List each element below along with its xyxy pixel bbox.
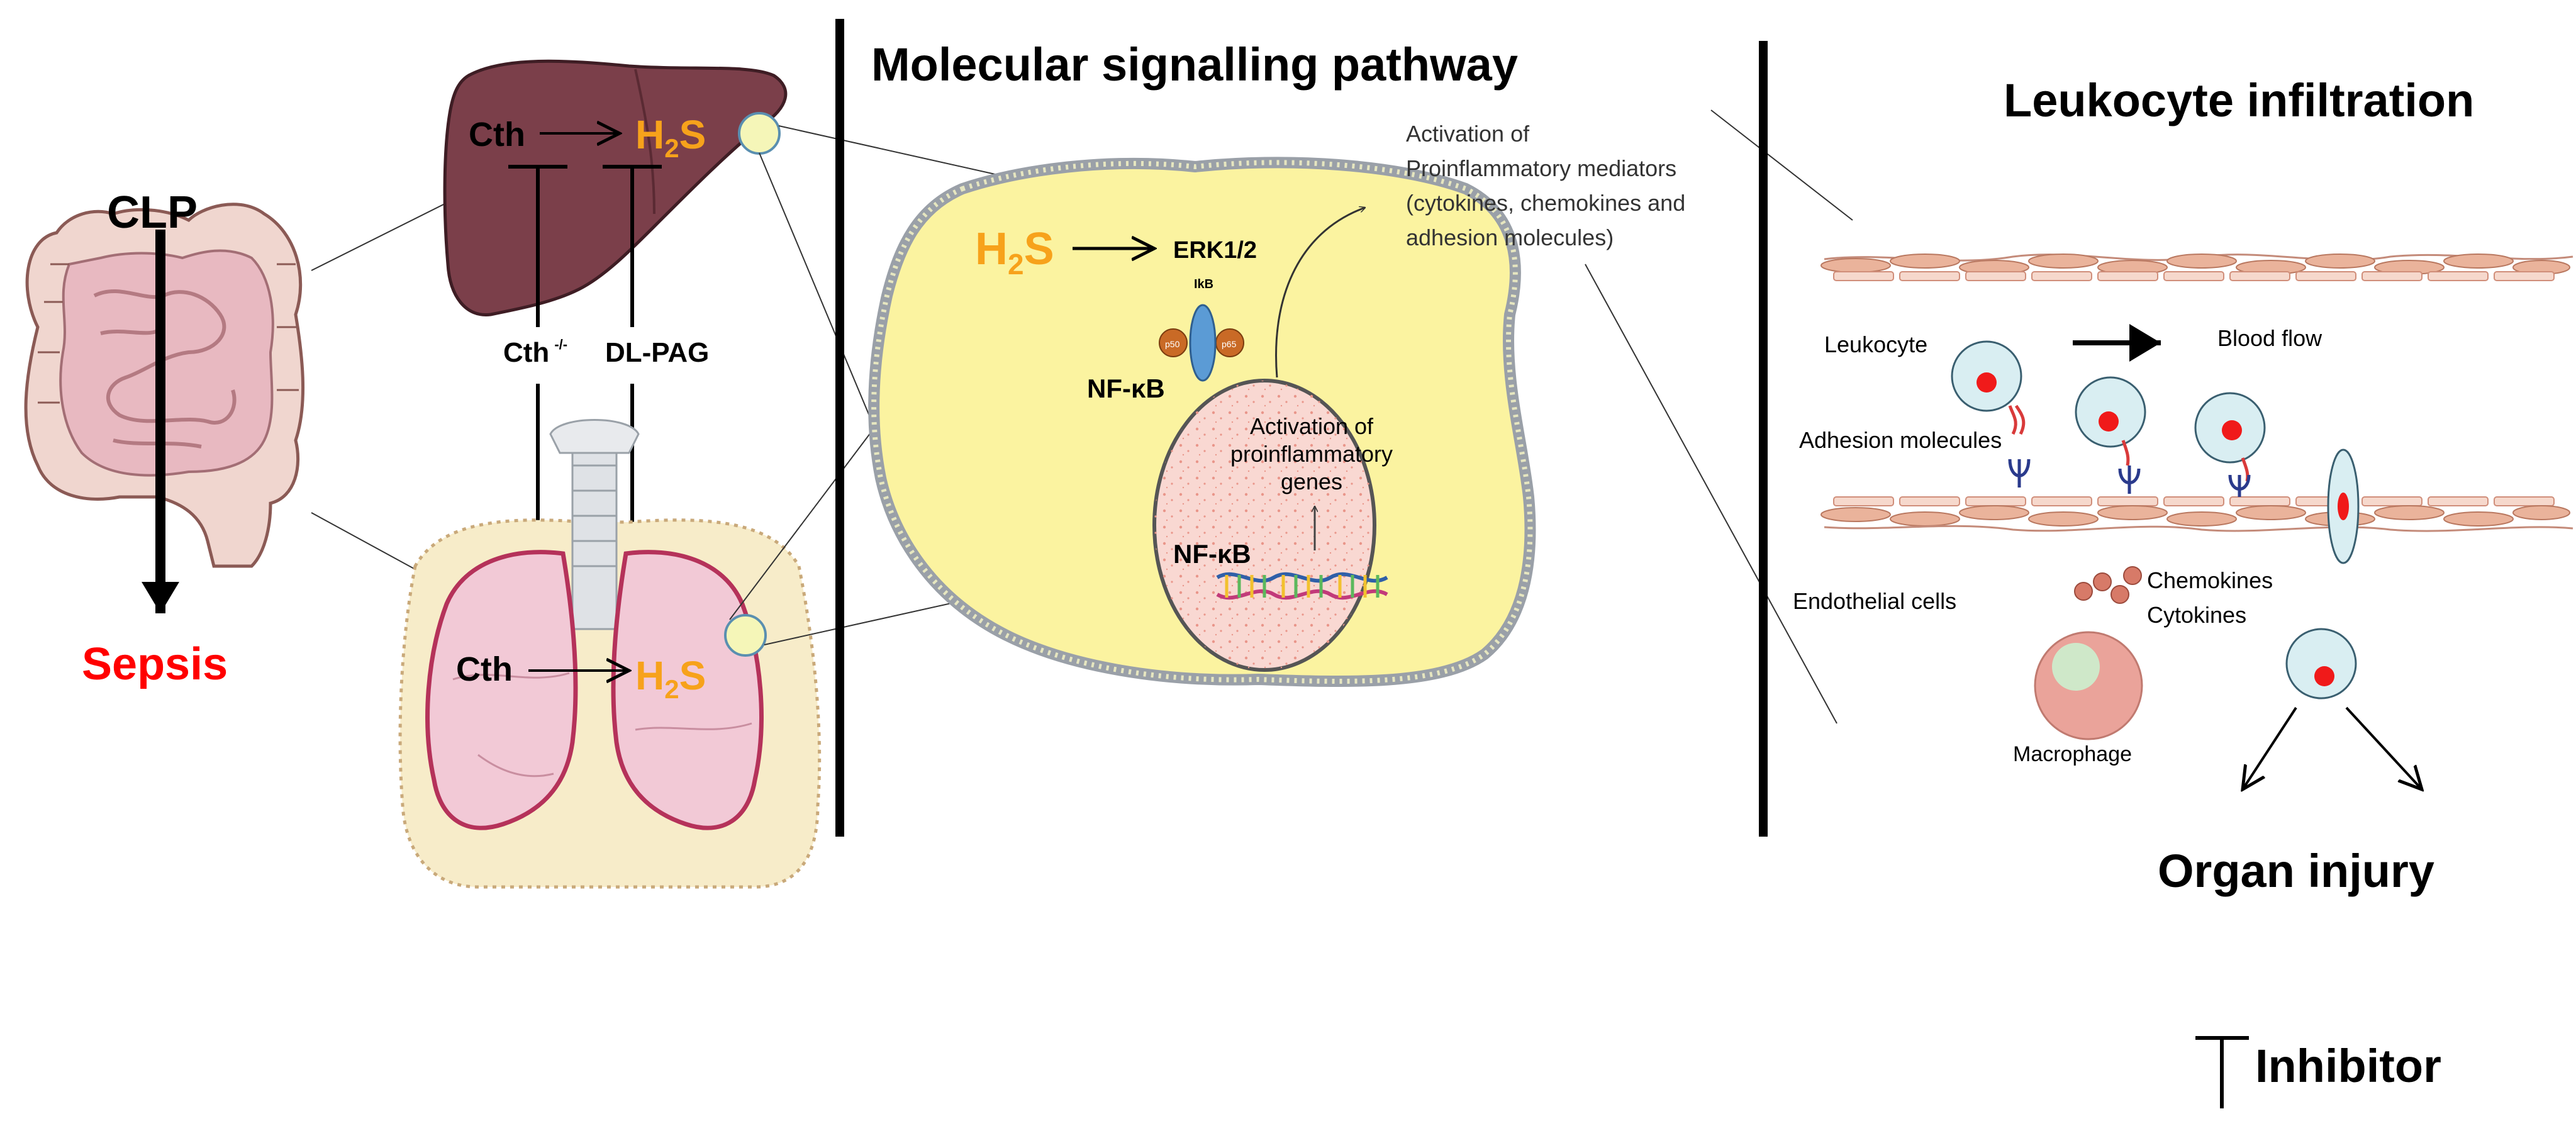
adhesion-label: Adhesion molecules	[1799, 427, 2002, 453]
leukocyte-cells	[1951, 340, 2360, 564]
transmigrated-leukocyte	[2285, 628, 2357, 700]
zoom-line-2	[759, 152, 875, 428]
inhibitor-legend-label: Inhibitor	[2255, 1040, 2441, 1092]
nucleus-text-line1: Activation of	[1250, 413, 1374, 439]
p65-label: p65	[1222, 339, 1237, 349]
vessel-wall-bottom	[1820, 496, 2573, 532]
clp-label: CLP	[107, 187, 198, 238]
mediators-line3: (cytokines, chemokines and	[1406, 190, 1685, 216]
injury-arrow-right	[2345, 706, 2422, 789]
mediators-line1: Activation of	[1406, 121, 1530, 147]
macrophage-label: Macrophage	[2013, 742, 2132, 766]
macrophage-cell	[2034, 631, 2143, 740]
adhesion-molecules	[2008, 404, 2251, 497]
zoom-line-1	[778, 125, 1032, 183]
chemokines-label: Chemokines	[2147, 567, 2273, 593]
liver-h2s-label: H2S	[635, 112, 706, 163]
cth-knockout-label: Cth-/-	[503, 337, 567, 368]
injury-arrow-left	[2243, 706, 2297, 789]
dna-strand	[1216, 572, 1388, 600]
zoom-line-6	[1585, 264, 1837, 724]
lung-illustration	[398, 419, 822, 889]
zoom-line-3	[729, 427, 875, 620]
dl-pag-label: DL-PAG	[605, 337, 709, 368]
sepsis-label: Sepsis	[82, 639, 228, 689]
leukocyte-label: Leukocyte	[1824, 332, 1927, 357]
ikb-label: IkB	[1194, 277, 1213, 291]
lung-cell-marker	[724, 614, 767, 657]
right-title: Leukocyte infiltration	[2004, 74, 2474, 126]
nucleus-text-line2: proinflammatory	[1230, 441, 1393, 467]
nfkb-nucleus-label: NF-κB	[1173, 539, 1251, 569]
chemokine-particles	[2074, 566, 2142, 604]
mediators-curved-arrow	[1275, 208, 1365, 378]
erk-label: ERK1/2	[1173, 237, 1257, 264]
liver-cell-marker	[738, 112, 781, 155]
liver-illustration	[443, 59, 788, 316]
lung-h2s-label: H2S	[635, 653, 706, 704]
nfkb-complex	[1159, 304, 1244, 382]
nfkb-cytoplasm-label: NF-κB	[1087, 374, 1165, 403]
zoom-line-5	[1710, 109, 1853, 221]
organ-injury-label: Organ injury	[2158, 845, 2434, 897]
inhibitor-legend-symbol	[2195, 1036, 2249, 1108]
lung-cth-label: Cth	[456, 650, 513, 688]
cytokines-label: Cytokines	[2147, 602, 2246, 628]
liver-cth-label: Cth	[469, 116, 525, 153]
liver-inhibitor-bars	[508, 165, 662, 327]
middle-title: Molecular signalling pathway	[871, 38, 1518, 91]
mediators-line2: Proinflammatory mediators	[1406, 155, 1676, 181]
vessel-wall-top	[1820, 254, 2573, 281]
endothelial-label: Endothelial cells	[1793, 588, 1956, 614]
cell-h2s-label: H2S	[975, 224, 1054, 281]
zoom-line-4	[764, 600, 963, 645]
mediators-line4: adhesion molecules)	[1406, 225, 1614, 250]
p50-label: p50	[1165, 339, 1180, 349]
blood-flow-label: Blood flow	[2217, 325, 2322, 351]
nucleus-text-line3: genes	[1281, 469, 1342, 494]
